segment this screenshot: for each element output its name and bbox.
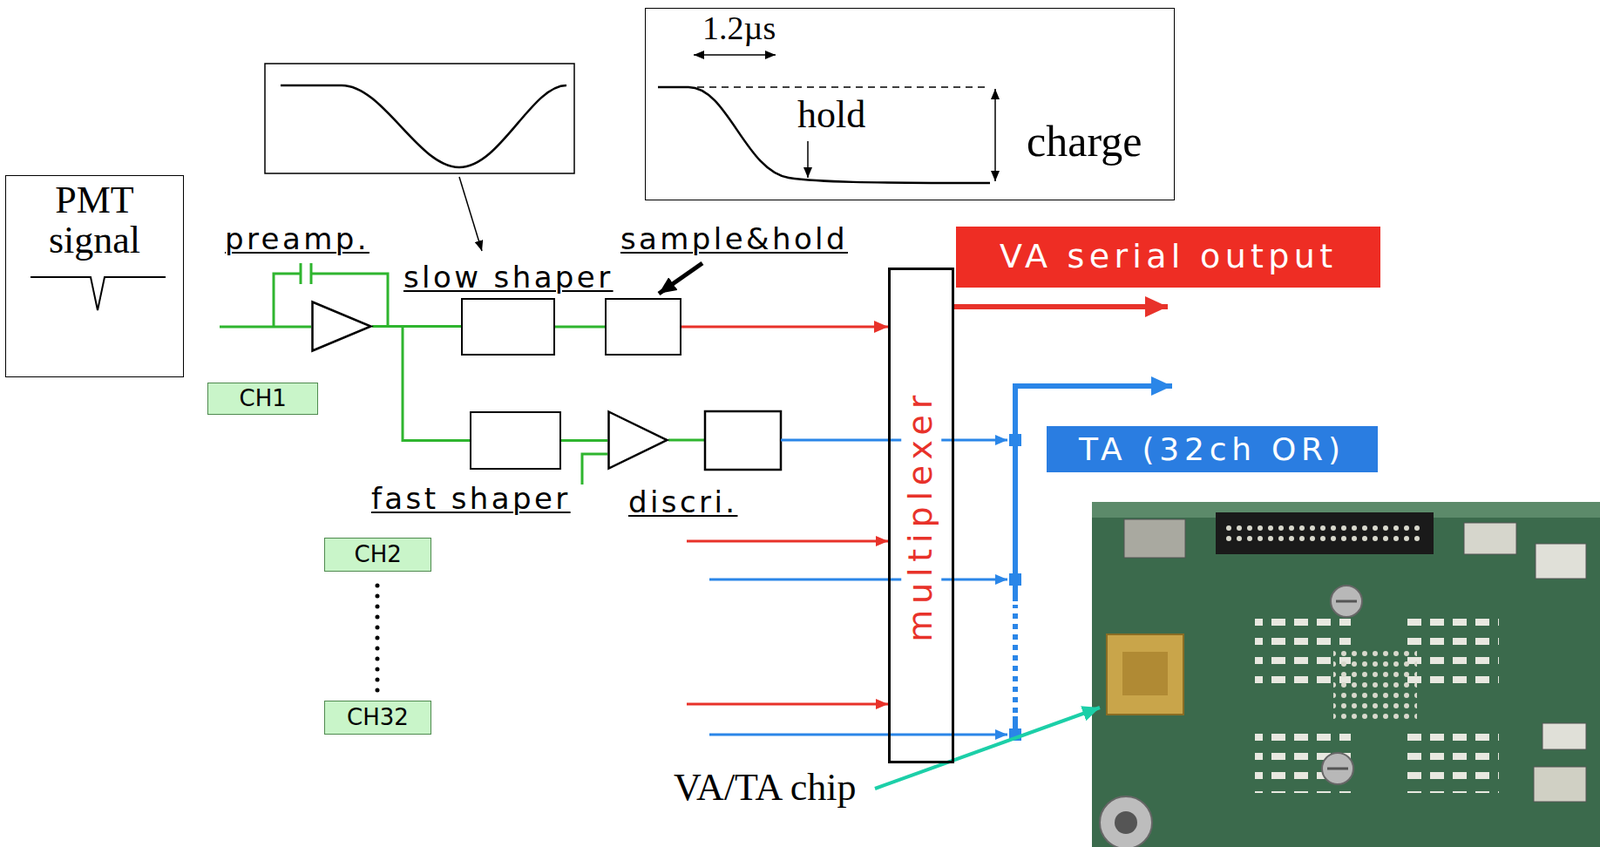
node-label: charge — [1026, 115, 1142, 168]
analog-arrow — [686, 703, 889, 706]
input-wire — [219, 325, 312, 329]
node-label: preamp. — [224, 221, 370, 258]
amplifier-triangle — [312, 302, 372, 352]
channel-tag: CH32 — [324, 700, 432, 735]
leader-arrow — [459, 176, 482, 251]
output-arrow — [954, 304, 1168, 310]
trigger-arrow — [709, 578, 1008, 582]
bnc-connector — [1099, 796, 1153, 847]
sample-hold-box: sample&hold — [604, 298, 682, 356]
preamp-triangle: preamp. — [311, 300, 373, 353]
bus-junction — [1009, 433, 1022, 447]
output-tag: VA serial output — [955, 226, 1381, 288]
threshold-wire — [582, 454, 608, 485]
amplifier-triangle — [609, 412, 668, 469]
chip-label: VA/TA chip — [673, 765, 857, 812]
pointer-arrow — [658, 263, 703, 294]
shaper-box: slow shaper — [461, 298, 556, 356]
node-label: slow shaper — [403, 259, 614, 296]
signal-wire — [681, 325, 889, 329]
pcb-component — [1124, 519, 1186, 558]
screw-slot — [1335, 600, 1357, 604]
signal-wire — [561, 439, 608, 442]
input-panel: PMT signal — [5, 175, 184, 378]
amplifier-symbol — [311, 300, 373, 353]
waveform-frame — [264, 63, 575, 174]
connector-pins — [1224, 522, 1425, 544]
pcb-pads — [1403, 723, 1499, 794]
node-label: fast shaper — [371, 481, 571, 517]
analog-arrow — [686, 540, 889, 543]
node-label: VA serial output — [999, 237, 1337, 278]
hold-arrow — [806, 141, 809, 178]
pulse-symbol — [30, 277, 166, 311]
pcb-component — [1542, 723, 1587, 750]
shaper-box: fast shaper — [469, 411, 562, 470]
node-label: discri. — [628, 484, 738, 521]
charge-arrow — [994, 88, 997, 182]
held-waveform — [657, 87, 990, 184]
node-label: CH1 — [239, 385, 287, 413]
bus-junction — [1009, 573, 1022, 586]
pcb-component — [1535, 543, 1587, 579]
node-label: TA (32ch OR) — [1078, 430, 1346, 468]
chip-package — [1106, 634, 1184, 715]
trigger-arrow — [780, 439, 1008, 442]
channel-tag: CH2 — [324, 537, 432, 572]
screw-slot — [1327, 767, 1349, 771]
node-label: hold — [797, 92, 866, 139]
board-photo — [1091, 501, 1600, 847]
pcb-pads — [1403, 610, 1499, 687]
chip-die — [1122, 651, 1168, 696]
multiplexer-box: multiplexer — [888, 267, 955, 764]
pcb-component — [1464, 522, 1517, 555]
node-label: CH2 — [354, 541, 402, 569]
screw — [1322, 752, 1354, 785]
signal-wire — [555, 325, 605, 329]
pcb-bga — [1333, 649, 1417, 723]
waveform-panel: 1.2µs hold charge — [644, 7, 1175, 201]
pcb-component — [1533, 766, 1587, 802]
channel-dots — [375, 585, 380, 694]
node-label: CH32 — [346, 704, 409, 732]
node-label: sample&hold — [620, 221, 848, 258]
node-label: 1.2µs — [702, 8, 776, 49]
chip-pointer — [874, 707, 1100, 789]
discriminator-triangle: discri. — [607, 410, 669, 470]
bnc-center — [1114, 811, 1138, 834]
trigger-arrow — [709, 733, 1008, 737]
pcb-connector — [1215, 512, 1434, 555]
output-stage-box — [705, 411, 781, 470]
capacitor-symbol — [300, 263, 312, 285]
node-label: multiplexer — [901, 385, 942, 645]
shaped-waveform — [280, 85, 567, 168]
signal-wire — [372, 326, 470, 441]
screw — [1330, 585, 1363, 617]
output-tag: TA (32ch OR) — [1046, 426, 1378, 473]
amplifier-symbol — [607, 410, 669, 470]
discriminator-wire — [668, 439, 706, 442]
trigger-bus — [1012, 604, 1018, 713]
pcb-board — [1091, 501, 1600, 847]
time-arrow — [693, 54, 776, 56]
node-label: PMT signal — [29, 180, 161, 261]
channel-tag: CH1 — [207, 382, 319, 415]
baseline-dashed — [697, 86, 990, 89]
